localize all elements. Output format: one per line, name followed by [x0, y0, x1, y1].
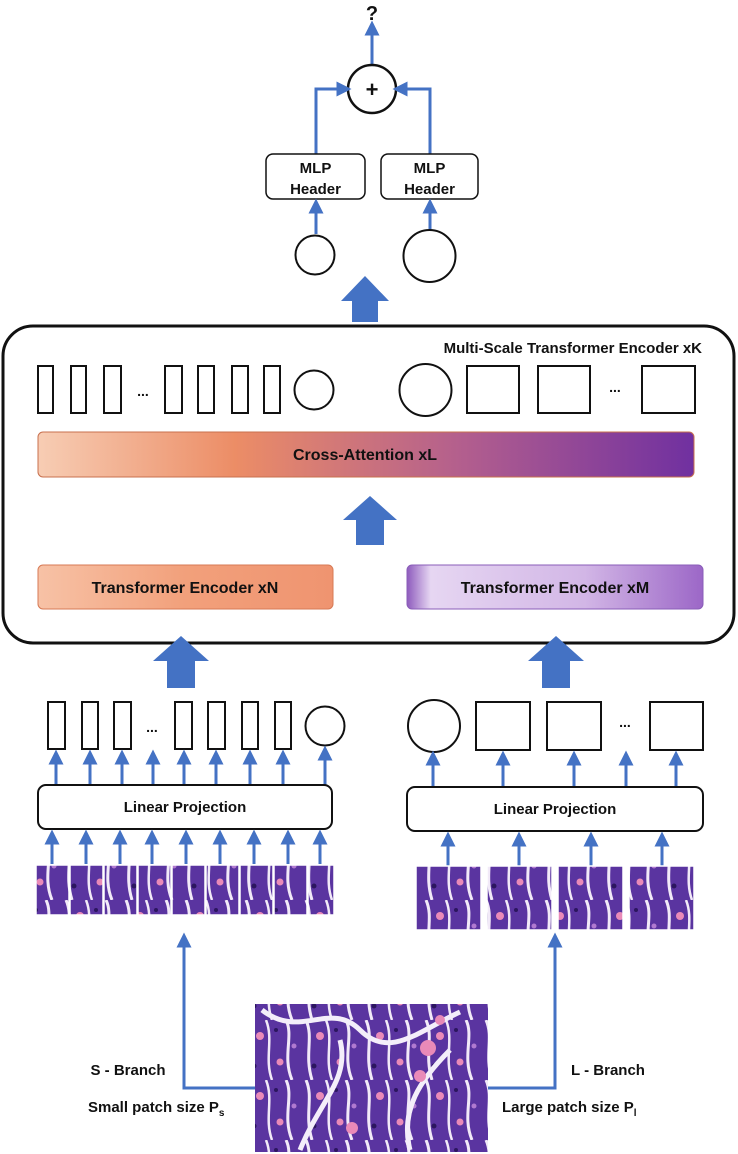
l-patch-size-text: Large patch size P: [502, 1099, 634, 1116]
l-branch: ... Linear Projection: [406, 699, 704, 931]
l-patch-token: [546, 701, 602, 751]
l-token: [537, 365, 591, 414]
s-token: [70, 365, 87, 414]
l-patch-arrows: [440, 831, 670, 866]
l-branch-up-arrow: [528, 636, 584, 688]
s-patch-token: [241, 701, 259, 750]
mlp-left-to-fusion-arrow: [314, 81, 352, 154]
mlp-right-to-fusion-arrow: [392, 81, 432, 154]
s-image-patch: [273, 864, 308, 916]
s-patch-size-label: Small patch size Ps: [88, 1099, 225, 1119]
l-branch-input-arrow: [488, 932, 563, 1090]
s-patch-size-subscript: s: [219, 1108, 225, 1119]
l-patch-token: [649, 701, 704, 751]
cross-attention-bar: [37, 431, 695, 478]
input-tissue-texture: [260, 1007, 462, 1151]
s-image-patch: [239, 864, 274, 916]
input-tissue-cells: [346, 1015, 445, 1134]
l-token-arrows: [425, 750, 684, 787]
l-image-patch: [486, 865, 553, 931]
l-patch-size-subscript: l: [634, 1108, 637, 1119]
l-token: [466, 365, 520, 414]
cls-token-l: [398, 363, 453, 417]
transformer-encoder-l-label: Transformer Encoder xM: [461, 580, 650, 597]
s-patch-token: [274, 701, 292, 750]
l-linear-projection: [406, 786, 704, 832]
output-section: ? + MLP Header MLP Header: [265, 3, 479, 322]
l-image-patches: [415, 865, 695, 931]
s-token: [164, 365, 183, 414]
transformer-encoder-s: [37, 564, 334, 610]
s-patch-token: [81, 701, 99, 750]
s-token-arrows: [48, 745, 333, 785]
l-branch-label: L - Branch: [571, 1062, 645, 1079]
mlp-header-left-line1: MLP: [300, 160, 332, 177]
l-branch-tokens: [407, 699, 704, 753]
block-up-arrow-top: [341, 276, 389, 322]
cls-token-s-output: [294, 234, 336, 276]
s-patch-token: [174, 701, 193, 750]
s-patch-arrows: [44, 829, 328, 864]
s-patch-token: [207, 701, 226, 750]
s-linear-projection: [37, 784, 333, 830]
l-branch-ellipsis: ...: [619, 714, 631, 730]
s-token: [103, 365, 122, 414]
cls-token-l-output: [402, 229, 457, 283]
l-token: [641, 365, 696, 414]
encoder-token-row: [37, 363, 696, 417]
l-image-patch: [557, 865, 624, 931]
s-linear-projection-label: Linear Projection: [124, 799, 247, 816]
l-patch-size-label: Large patch size Pl: [502, 1099, 637, 1119]
s-branch-up-arrow: [153, 636, 209, 688]
cls-token-s: [293, 369, 335, 411]
mlp-header-left-line2: Header: [290, 181, 341, 198]
s-token: [231, 365, 249, 414]
mlp-header-right-line1: MLP: [414, 160, 446, 177]
mlp-header-right-line2: Header: [404, 181, 455, 198]
input-tissue-image: [255, 1004, 488, 1152]
l-image-patch: [628, 865, 695, 931]
l-linear-projection-label: Linear Projection: [494, 801, 617, 818]
s-branch-input-arrow: [176, 932, 255, 1090]
s-image-patch: [35, 864, 70, 916]
encoder-s-ellipsis: ...: [137, 383, 149, 399]
s-image-patch: [103, 864, 138, 916]
s-branch: ... Linear Projection: [35, 701, 346, 916]
s-cls-token: [304, 705, 346, 747]
transformer-encoder-l: [406, 564, 704, 610]
s-patch-size-text: Small patch size P: [88, 1099, 219, 1116]
s-image-patch: [307, 864, 335, 916]
s-branch-tokens: [47, 701, 346, 750]
block-up-arrow-middle: [343, 496, 397, 545]
s-token: [197, 365, 215, 414]
s-image-patches: [35, 864, 335, 916]
s-branch-label: S - Branch: [90, 1062, 165, 1079]
l-cls-token: [407, 699, 461, 753]
cross-attention-label: Cross-Attention xL: [293, 447, 437, 464]
multi-scale-encoder-block: Multi-Scale Transformer Encoder xK ... .…: [1, 324, 736, 645]
input-section: S - Branch Small patch size Ps L - Branc…: [88, 932, 645, 1152]
s-image-patch: [171, 864, 206, 916]
s-image-patch: [205, 864, 240, 916]
s-image-patch: [69, 864, 104, 916]
encoder-l-ellipsis: ...: [609, 379, 621, 395]
s-token: [263, 365, 281, 414]
s-token: [37, 365, 54, 414]
s-image-patch: [137, 864, 172, 916]
l-image-patch: [415, 865, 482, 931]
s-branch-ellipsis: ...: [146, 719, 158, 735]
s-patch-token: [113, 701, 132, 750]
output-label: ?: [366, 3, 378, 25]
transformer-encoder-s-label: Transformer Encoder xN: [92, 580, 279, 597]
s-patch-token: [47, 701, 66, 750]
fusion-symbol: +: [366, 77, 379, 102]
l-patch-token: [475, 701, 531, 751]
encoder-title: Multi-Scale Transformer Encoder xK: [444, 340, 703, 357]
